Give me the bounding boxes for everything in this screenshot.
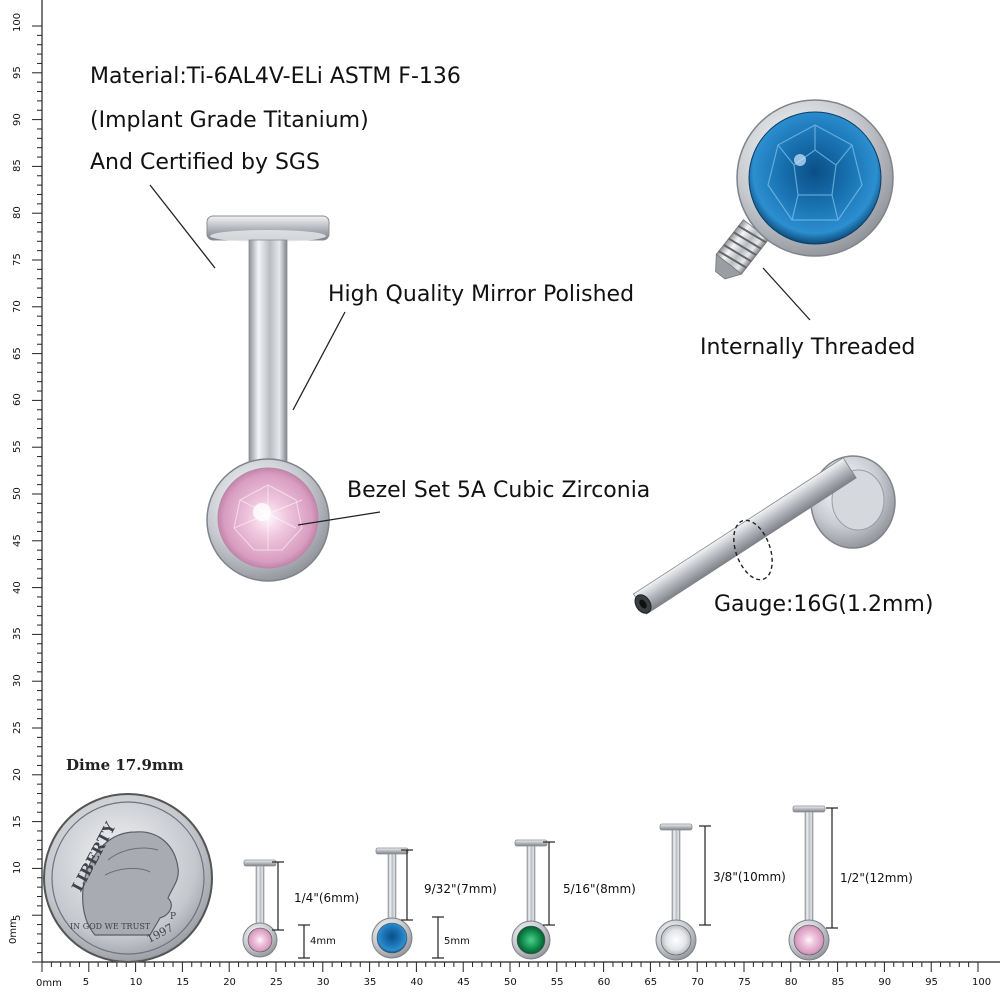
ruler-y-tick-label: 50 <box>12 487 23 500</box>
ruler-x-tick-label: 85 <box>831 977 845 988</box>
bezel-set-label: Bezel Set 5A Cubic Zirconia <box>347 478 651 503</box>
stud-disc <box>514 839 548 847</box>
size-label-2: 9/32"(7mm) <box>424 882 497 896</box>
ruler-y-tick-label: 40 <box>12 580 23 594</box>
ruler-y-tick-label: 35 <box>12 627 23 641</box>
ruler-y-tick-label: 70 <box>12 300 23 313</box>
size-stud-3 <box>511 839 555 960</box>
stud-gem <box>793 924 825 956</box>
ruler-y-tick-label: 80 <box>12 206 23 220</box>
ruler-x-tick-label: 75 <box>738 977 751 988</box>
dime-caption: Dime 17.9mm <box>66 756 184 774</box>
stud-disc <box>792 805 826 813</box>
ruler-y-tick-label: 95 <box>12 66 23 79</box>
ruler-y-tick-label: 85 <box>12 159 23 173</box>
size-stud-2 <box>371 847 413 959</box>
internally-threaded-label: Internally Threaded <box>700 335 916 360</box>
size-lineup <box>242 805 838 961</box>
threaded-top <box>715 99 894 280</box>
gauge-label: Gauge:16G(1.2mm) <box>714 592 934 617</box>
gauge-post <box>632 455 896 615</box>
ruler-x-tick-label: 10 <box>129 977 143 988</box>
size-stud-5 <box>788 805 838 961</box>
ball-label-5mm: 5mm <box>444 936 470 947</box>
ruler-y-tick-label: 60 <box>12 393 23 407</box>
stud-gem <box>247 927 273 953</box>
stud-gem <box>516 925 546 955</box>
ruler-x-tick-label: 70 <box>691 977 704 988</box>
ruler-x-tick-label: 55 <box>550 977 564 988</box>
ruler-x-tick-label: 65 <box>644 977 658 988</box>
size-stud-1 <box>242 859 284 958</box>
ruler-x-tick-label: 40 <box>410 977 424 988</box>
ruler-x-tick-label: 100 <box>972 977 992 988</box>
size-label-1: 1/4"(6mm) <box>294 891 360 905</box>
polished-label: High Quality Mirror Polished <box>328 282 635 307</box>
stud-shaft <box>387 853 397 922</box>
bottom-ruler <box>41 961 1000 972</box>
leader-lines <box>149 184 811 526</box>
stud-disc <box>659 823 693 831</box>
left-ruler <box>32 0 43 963</box>
ruler-y-tick-label: 75 <box>12 253 23 266</box>
ruler-y-tick-label: 45 <box>12 534 23 547</box>
ruler-y-tick-label: 20 <box>12 768 23 781</box>
ruler-x-tick-label: 80 <box>784 977 798 988</box>
ruler-y-tick-label: 65 <box>12 346 23 360</box>
stud-shaft <box>671 829 681 924</box>
stud-gem <box>376 922 408 954</box>
size-label-5: 1/2"(12mm) <box>840 871 913 885</box>
ruler-x-tick-label: 90 <box>878 977 892 988</box>
main-labret-stud <box>206 215 330 582</box>
ruler-x-tick-label: 50 <box>504 977 517 988</box>
stud-shaft <box>526 845 536 925</box>
ball-label-4mm: 4mm <box>310 936 336 947</box>
stud-gem <box>660 924 692 956</box>
dime-mint: P <box>170 912 177 922</box>
ruler-y-tick-label: 30 <box>12 674 23 688</box>
ruler-y-tick-label: 10 <box>12 861 23 875</box>
ruler-x-tick-label: 25 <box>270 977 283 988</box>
ruler-x-tick-label: 15 <box>176 977 190 988</box>
stud-shaft <box>804 811 814 924</box>
ruler-y-tick-label: 25 <box>12 721 23 734</box>
size-label-4: 3/8"(10mm) <box>713 870 786 884</box>
material-line-3: And Certified by SGS <box>90 150 320 175</box>
ruler-y-tick-label: 15 <box>12 814 23 828</box>
stud-shaft <box>255 865 265 927</box>
ruler-y-tick-label: 100 <box>12 12 23 32</box>
ruler-x-tick-label: 30 <box>316 977 330 988</box>
stud-disc <box>243 859 277 867</box>
ruler-x-tick-label: 35 <box>363 977 377 988</box>
ruler-x-tick-label: 60 <box>597 977 611 988</box>
dime-rim-bottom: IN GOD WE TRUST <box>70 922 151 931</box>
material-line-2: (Implant Grade Titanium) <box>90 108 369 133</box>
size-stud-4 <box>655 823 711 961</box>
ruler-x-tick-label: 5 <box>82 977 90 988</box>
ruler-y-tick-label: 90 <box>12 112 23 126</box>
ruler-y-tick-label: 55 <box>12 440 23 454</box>
ruler-x-tick-label: 95 <box>925 977 938 988</box>
stud-disc <box>375 847 409 855</box>
ruler-x-tick-label: 45 <box>457 977 470 988</box>
ruler-x-tick-label: 20 <box>223 977 236 988</box>
size-label-3: 5/16"(8mm) <box>563 882 636 896</box>
ruler-x-zero: 0mm <box>36 978 62 989</box>
material-line-1: Material:Ti-6AL4V-ELi ASTM F-136 <box>90 64 461 89</box>
ruler-y-zero: 0mm <box>8 918 19 944</box>
ruler-y-tick-label: 5 <box>12 914 23 922</box>
dime-coin <box>43 793 213 963</box>
